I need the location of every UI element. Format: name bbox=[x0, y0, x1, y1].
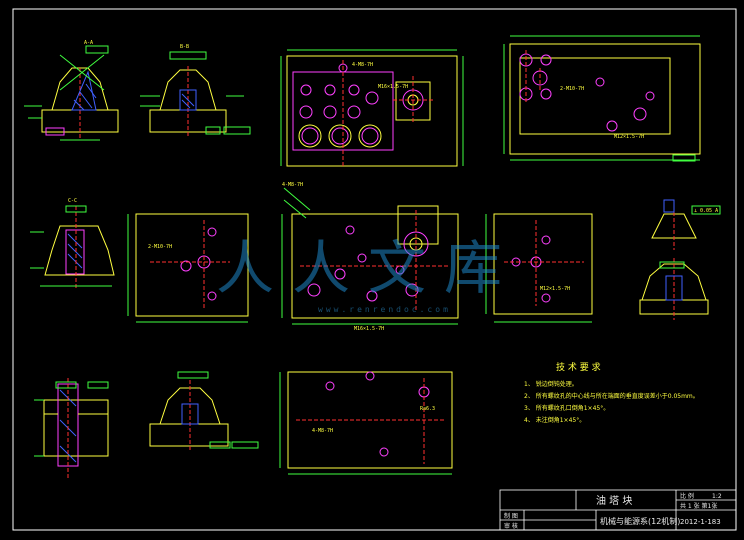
detail-view-mid-right: ⊥ 0.05 A bbox=[639, 199, 721, 320]
notes-item-1: 1、 锐边倒钝处理。 bbox=[524, 380, 578, 388]
title-school-name: 机械与能源系(12机制) bbox=[600, 516, 680, 526]
title-scale-value: 1:2 bbox=[712, 493, 722, 500]
detail-label-c: C-C bbox=[68, 198, 77, 204]
notes-item-2: 2、 所有螺纹孔的中心线与所在端面的垂直度误差小于0.05mm。 bbox=[524, 392, 699, 400]
title-sheet-info: 共 1 张 第1张 bbox=[680, 502, 717, 510]
title-scale-label: 比 例 bbox=[680, 492, 694, 500]
tolerance-frame: ⊥ 0.05 A bbox=[694, 208, 718, 214]
bottom-plate-view: 4-M8-7H Ra6.3 bbox=[279, 371, 453, 475]
detail-view-bottom-second bbox=[149, 371, 259, 452]
watermark-url: www.renrendoc.com bbox=[318, 305, 451, 314]
detail-label-b: B-B bbox=[180, 44, 189, 50]
callout-top-2: M12×1.5-7H bbox=[614, 134, 644, 140]
callout-front-1: 4-M8-7H bbox=[352, 62, 373, 68]
detail-view-mid-left: C-C bbox=[30, 198, 115, 290]
detail-view-bottom-left bbox=[34, 378, 109, 478]
main-block-top-view: 2-M10-7H M12×1.5-7H bbox=[503, 35, 701, 162]
title-row-designer: 制 图 bbox=[504, 512, 518, 520]
detail-label-a: A-A bbox=[84, 40, 93, 46]
callout-bottom-2: Ra6.3 bbox=[420, 406, 435, 412]
callout-bottom-1: 4-M8-7H bbox=[312, 428, 333, 434]
callout-front-2: M16×1.5-7H bbox=[378, 84, 408, 90]
notes-item-4: 4、 未注倒角1×45°。 bbox=[524, 416, 585, 424]
detail-view-top-left: A-A bbox=[24, 40, 119, 141]
callout-section-2: M16×1.5-7H bbox=[354, 326, 384, 332]
side-view-left: 2-M10-7H bbox=[127, 213, 249, 323]
callout-section-1: 4-M8-7H bbox=[282, 182, 303, 188]
notes-title: 技 术 要 求 bbox=[556, 361, 601, 373]
sheet-frame bbox=[12, 8, 737, 531]
main-block-front-view: 4-M8-7H M16×1.5-7H bbox=[280, 49, 464, 167]
title-row-checker: 审 核 bbox=[504, 522, 518, 530]
detail-view-top-second: B-B bbox=[140, 44, 251, 138]
watermark-logo-text: 人人文库 bbox=[216, 234, 520, 302]
title-block bbox=[499, 489, 737, 531]
callout-top-1: 2-M10-7H bbox=[560, 86, 584, 92]
title-drawing-number: 2012-1-183 bbox=[680, 518, 721, 526]
callout-side-left: 2-M10-7H bbox=[148, 244, 172, 250]
side-view-right: M12×1.5-7H bbox=[485, 213, 593, 323]
notes-item-3: 3、 所有螺纹孔口倒角1×45°。 bbox=[524, 404, 609, 412]
callout-side-right: M12×1.5-7H bbox=[540, 286, 570, 292]
main-block-section-view: 4-M8-7H M16×1.5-7H bbox=[281, 182, 459, 332]
technical-notes: 技 术 要 求 1、 锐边倒钝处理。 2、 所有螺纹孔的中心线与所在端面的垂直度… bbox=[524, 361, 699, 424]
title-part-name: 油 塔 块 bbox=[596, 494, 632, 507]
